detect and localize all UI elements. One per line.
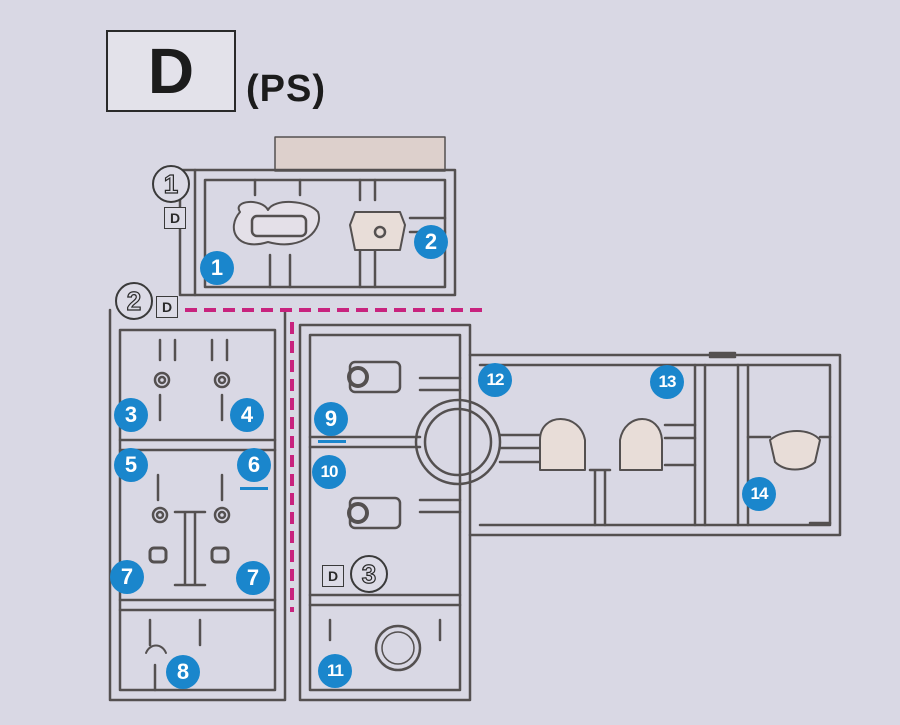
part-callout-7b: 7 — [236, 561, 270, 595]
material-label: (PS) — [246, 68, 326, 110]
part-callout-1: 1 — [200, 251, 234, 285]
sprue-letter-box: D — [106, 30, 236, 112]
part-callout-8: 8 — [166, 655, 200, 689]
frame-2-runner — [108, 308, 287, 702]
sprue-letter: D — [147, 35, 195, 107]
part-callout-10: 10 — [312, 455, 346, 489]
part-callout-14: 14 — [742, 477, 776, 511]
frame-2-id: 2 — [115, 282, 153, 320]
part-callout-4: 4 — [230, 398, 264, 432]
frame-1-id: 1 — [152, 165, 190, 203]
part-callout-5: 5 — [114, 448, 148, 482]
part-6-underline — [240, 487, 268, 490]
part-callout-6: 6 — [237, 448, 271, 482]
part-callout-11: 11 — [318, 654, 352, 688]
frame-1-tag: D — [164, 207, 186, 229]
part-callout-2: 2 — [414, 225, 448, 259]
part-9-underline — [318, 440, 346, 443]
part-callout-13: 13 — [650, 365, 684, 399]
part-callout-7a: 7 — [110, 560, 144, 594]
frame-3-runner — [298, 323, 842, 702]
part-callout-12: 12 — [478, 363, 512, 397]
part-callout-3: 3 — [114, 398, 148, 432]
frame-1-runner — [178, 136, 457, 297]
part-callout-9: 9 — [314, 402, 348, 436]
cut-guides — [185, 308, 485, 612]
frame-3-id: 3 — [350, 555, 388, 593]
frame-2-tag: D — [156, 296, 178, 318]
frame-3-tag: D — [322, 565, 344, 587]
